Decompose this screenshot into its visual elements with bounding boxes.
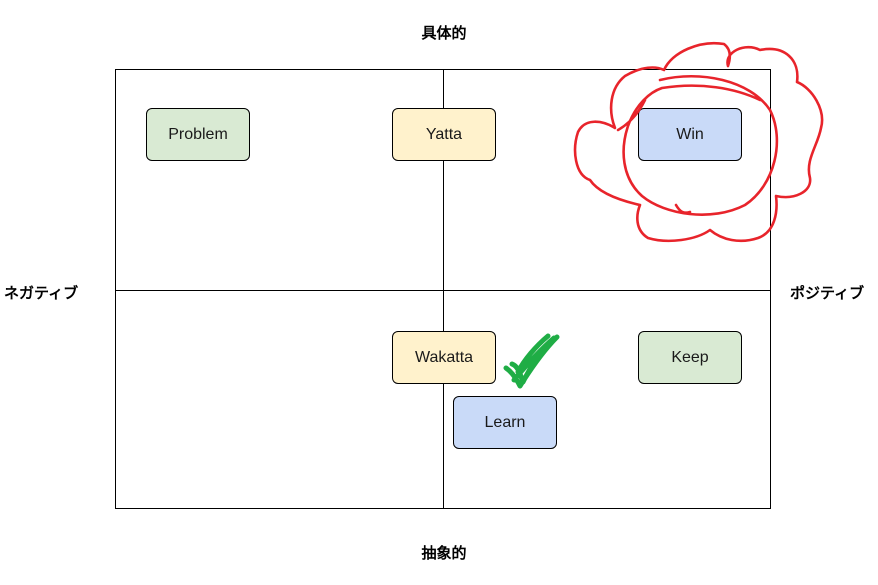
card-wakatta[interactable]: Wakatta [392,331,496,384]
card-problem[interactable]: Problem [146,108,250,161]
axis-label-concrete: 具体的 [421,24,467,42]
axis-label-negative: ネガティブ [4,284,79,302]
card-learn[interactable]: Learn [453,396,557,449]
card-keep[interactable]: Keep [638,331,742,384]
axis-label-positive: ポジティブ [790,284,865,302]
card-yatta[interactable]: Yatta [392,108,496,161]
vertical-axis-line [443,69,444,509]
axis-label-abstract: 抽象的 [421,544,467,562]
card-win[interactable]: Win [638,108,742,161]
horizontal-axis-line [115,290,771,291]
